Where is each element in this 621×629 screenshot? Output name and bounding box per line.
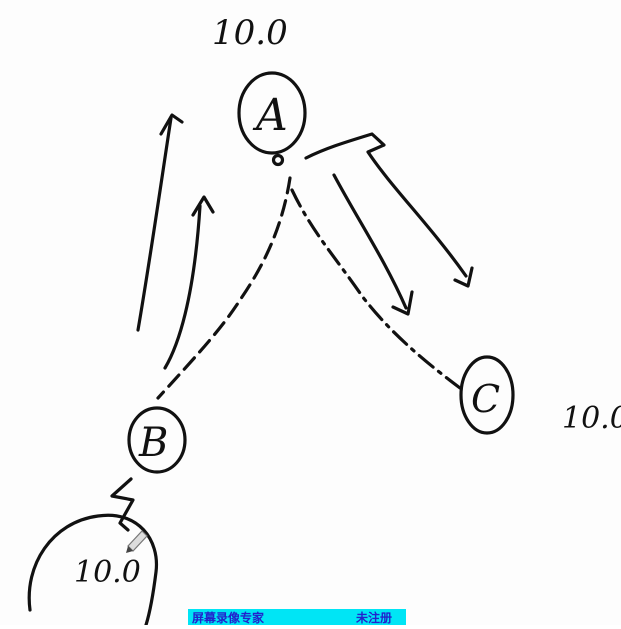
node-a-label: A — [252, 90, 288, 141]
arrow-up-outer-head — [159, 113, 184, 136]
value-label-right: 10.0 — [562, 401, 621, 436]
node-b-circle — [127, 406, 187, 474]
arrow-down-outer-head — [453, 266, 474, 288]
source-node-label: 10.0 — [74, 555, 141, 590]
arrow-up-inner-head — [191, 195, 215, 217]
node-c-label: C — [471, 377, 500, 421]
watermark-product: 屏幕录像专家 — [192, 610, 265, 625]
arrow-up-outer-shaft — [136, 116, 173, 332]
arrow-up-inner-shaft — [163, 204, 202, 370]
watermark-banner: 屏幕录像专家 未注册 — [188, 609, 406, 625]
node-a-circle — [237, 71, 307, 155]
watermark-status: 未注册 — [355, 610, 392, 625]
edge-b-source-zigzag — [110, 477, 135, 532]
arrow-down-inner-shaft — [332, 173, 408, 310]
edge-a-c-dashdot — [290, 188, 462, 390]
arrow-down-inner-head — [391, 290, 414, 316]
node-b-label: B — [138, 420, 168, 466]
node-c-circle — [459, 355, 515, 435]
pen-cursor-icon — [126, 530, 148, 553]
source-node-circle — [27, 513, 159, 627]
arrow-down-outer — [304, 132, 468, 278]
value-label-top: 10.0 — [212, 13, 288, 53]
node-a-junction — [271, 153, 285, 167]
edge-a-b-dashed — [156, 176, 292, 400]
